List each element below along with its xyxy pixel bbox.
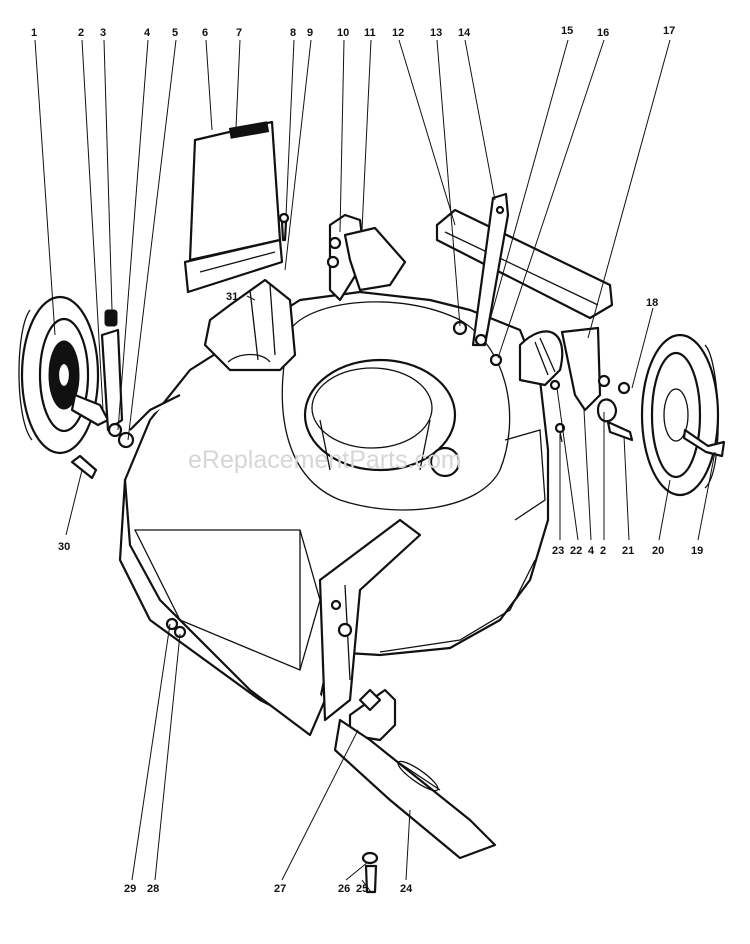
deck-housing — [118, 290, 550, 737]
callout-label: 5 — [172, 27, 178, 39]
callout-label: 22 — [570, 545, 582, 557]
upper-bracket — [326, 213, 407, 302]
leader-lines — [34, 39, 716, 893]
height-adjuster-right — [518, 326, 602, 412]
callout-label: 6 — [202, 27, 208, 39]
callout-label: 27 — [274, 883, 286, 895]
watermark: eReplacementParts.com — [188, 446, 462, 474]
callout-label: 10 — [337, 27, 349, 39]
callout-label: 1 — [31, 27, 37, 39]
callout-numbers: 1 2 3 4 5 6 7 8 9 10 11 12 13 14 15 16 1… — [31, 25, 703, 895]
callout-label: 15 — [561, 25, 573, 37]
rear-axle-plate — [435, 192, 614, 367]
right-wheel — [640, 333, 726, 497]
callout-label: 29 — [124, 883, 136, 895]
callout-label: 25 — [356, 883, 368, 895]
callout-label: 4 — [144, 27, 151, 39]
callout-label: 17 — [663, 25, 675, 37]
left-wheel-hardware — [70, 309, 181, 480]
callout-label: 31 — [226, 291, 238, 303]
callout-label: 14 — [458, 27, 471, 39]
left-wheel — [18, 295, 100, 455]
callout-label: 18 — [646, 297, 658, 309]
front-wheel-bracket — [318, 518, 422, 722]
callout-label: 28 — [147, 883, 159, 895]
rear-guard-assembly — [183, 120, 297, 372]
callout-label: 2 — [600, 545, 606, 557]
callout-label: 19 — [691, 545, 703, 557]
callout-label: 9 — [307, 27, 313, 39]
callout-label: 7 — [236, 27, 242, 39]
right-wheel-hardware — [554, 374, 634, 443]
callout-label: 16 — [597, 27, 609, 39]
blade — [333, 718, 497, 860]
callout-label: 23 — [552, 545, 564, 557]
callout-label: 21 — [622, 545, 634, 557]
callout-label: 26 — [338, 883, 350, 895]
callout-label: 8 — [290, 27, 296, 39]
callout-label: 4 — [588, 545, 595, 557]
callout-label: 20 — [652, 545, 664, 557]
callout-label: 12 — [392, 27, 404, 39]
callout-label: 13 — [430, 27, 442, 39]
rear-guard-bolt — [278, 212, 290, 242]
callout-label: 24 — [400, 883, 413, 895]
callout-label: 11 — [364, 27, 376, 39]
blade-bolt — [361, 851, 379, 894]
callout-label: 3 — [100, 27, 106, 39]
callout-label: 30 — [58, 541, 70, 553]
callout-label: 2 — [78, 27, 84, 39]
